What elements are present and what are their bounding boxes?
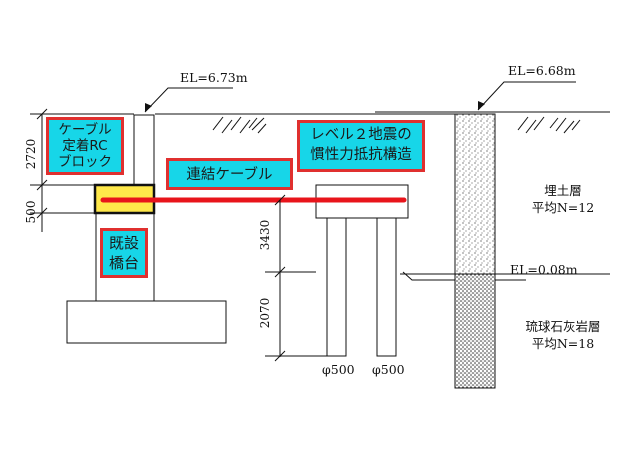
anchor-block-label-line-3: ブロック xyxy=(58,154,112,170)
pile-left xyxy=(326,217,347,357)
pile-diameter-right: φ500 xyxy=(372,362,405,377)
dimension-500: 500 xyxy=(24,200,38,224)
existing-abutment-label: 既設 橋台 xyxy=(100,228,148,278)
pile-diameter-left: φ500 xyxy=(322,362,355,377)
elevation-leader-right xyxy=(477,81,576,111)
existing-abutment-label-line-1: 既設 xyxy=(108,234,139,252)
dimension-2070: 2070 xyxy=(258,297,272,329)
inertia-structure-label-line-2: 慣性力抵抗構造 xyxy=(310,147,412,163)
elevation-label-left: EL=6.73m xyxy=(180,70,248,85)
dimension-2720: 2720 xyxy=(24,138,38,170)
inertia-structure-label: レベル２地震の 慣性力抵抗構造 xyxy=(297,120,425,172)
elevation-leader-left xyxy=(144,87,233,113)
boring-column-limestone-layer xyxy=(454,273,496,389)
dimension-3430: 3430 xyxy=(258,219,272,251)
connection-cable-label: 連結ケーブル xyxy=(166,158,293,190)
anchor-block-label-line-1: ケーブル xyxy=(58,122,112,138)
dimension-center xyxy=(265,194,330,362)
elevation-arrow-left xyxy=(145,103,152,112)
ground-hatch-marks xyxy=(212,116,581,134)
inertia-structure-label-line-1: レベル２地震の xyxy=(310,127,412,143)
limestone-layer-label: 琉球石灰岩層 平均N=18 xyxy=(508,318,618,352)
fill-layer-name: 埋土層 xyxy=(544,183,582,198)
abutment-wall xyxy=(133,114,155,186)
fill-layer-n-value: 平均N=12 xyxy=(531,200,595,215)
elevation-label-right: EL=6.68m xyxy=(508,63,576,78)
anchor-block-label-line-2: 定着RC xyxy=(62,138,108,154)
dimension-left xyxy=(30,108,95,232)
existing-abutment-label-line-2: 橋台 xyxy=(108,254,139,272)
limestone-layer-name: 琉球石灰岩層 xyxy=(525,319,601,334)
limestone-layer-n-value: 平均N=18 xyxy=(531,336,595,351)
elevation-label-boundary: EL=0.08m xyxy=(510,262,578,277)
fill-layer-label: 埋土層 平均N=12 xyxy=(518,182,608,216)
anchor-block-label: ケーブル 定着RC ブロック xyxy=(46,117,124,175)
pile-right xyxy=(376,217,397,357)
boring-column-fill-layer xyxy=(454,113,496,275)
abutment-footing xyxy=(66,300,227,344)
elevation-arrow-right xyxy=(478,101,485,110)
